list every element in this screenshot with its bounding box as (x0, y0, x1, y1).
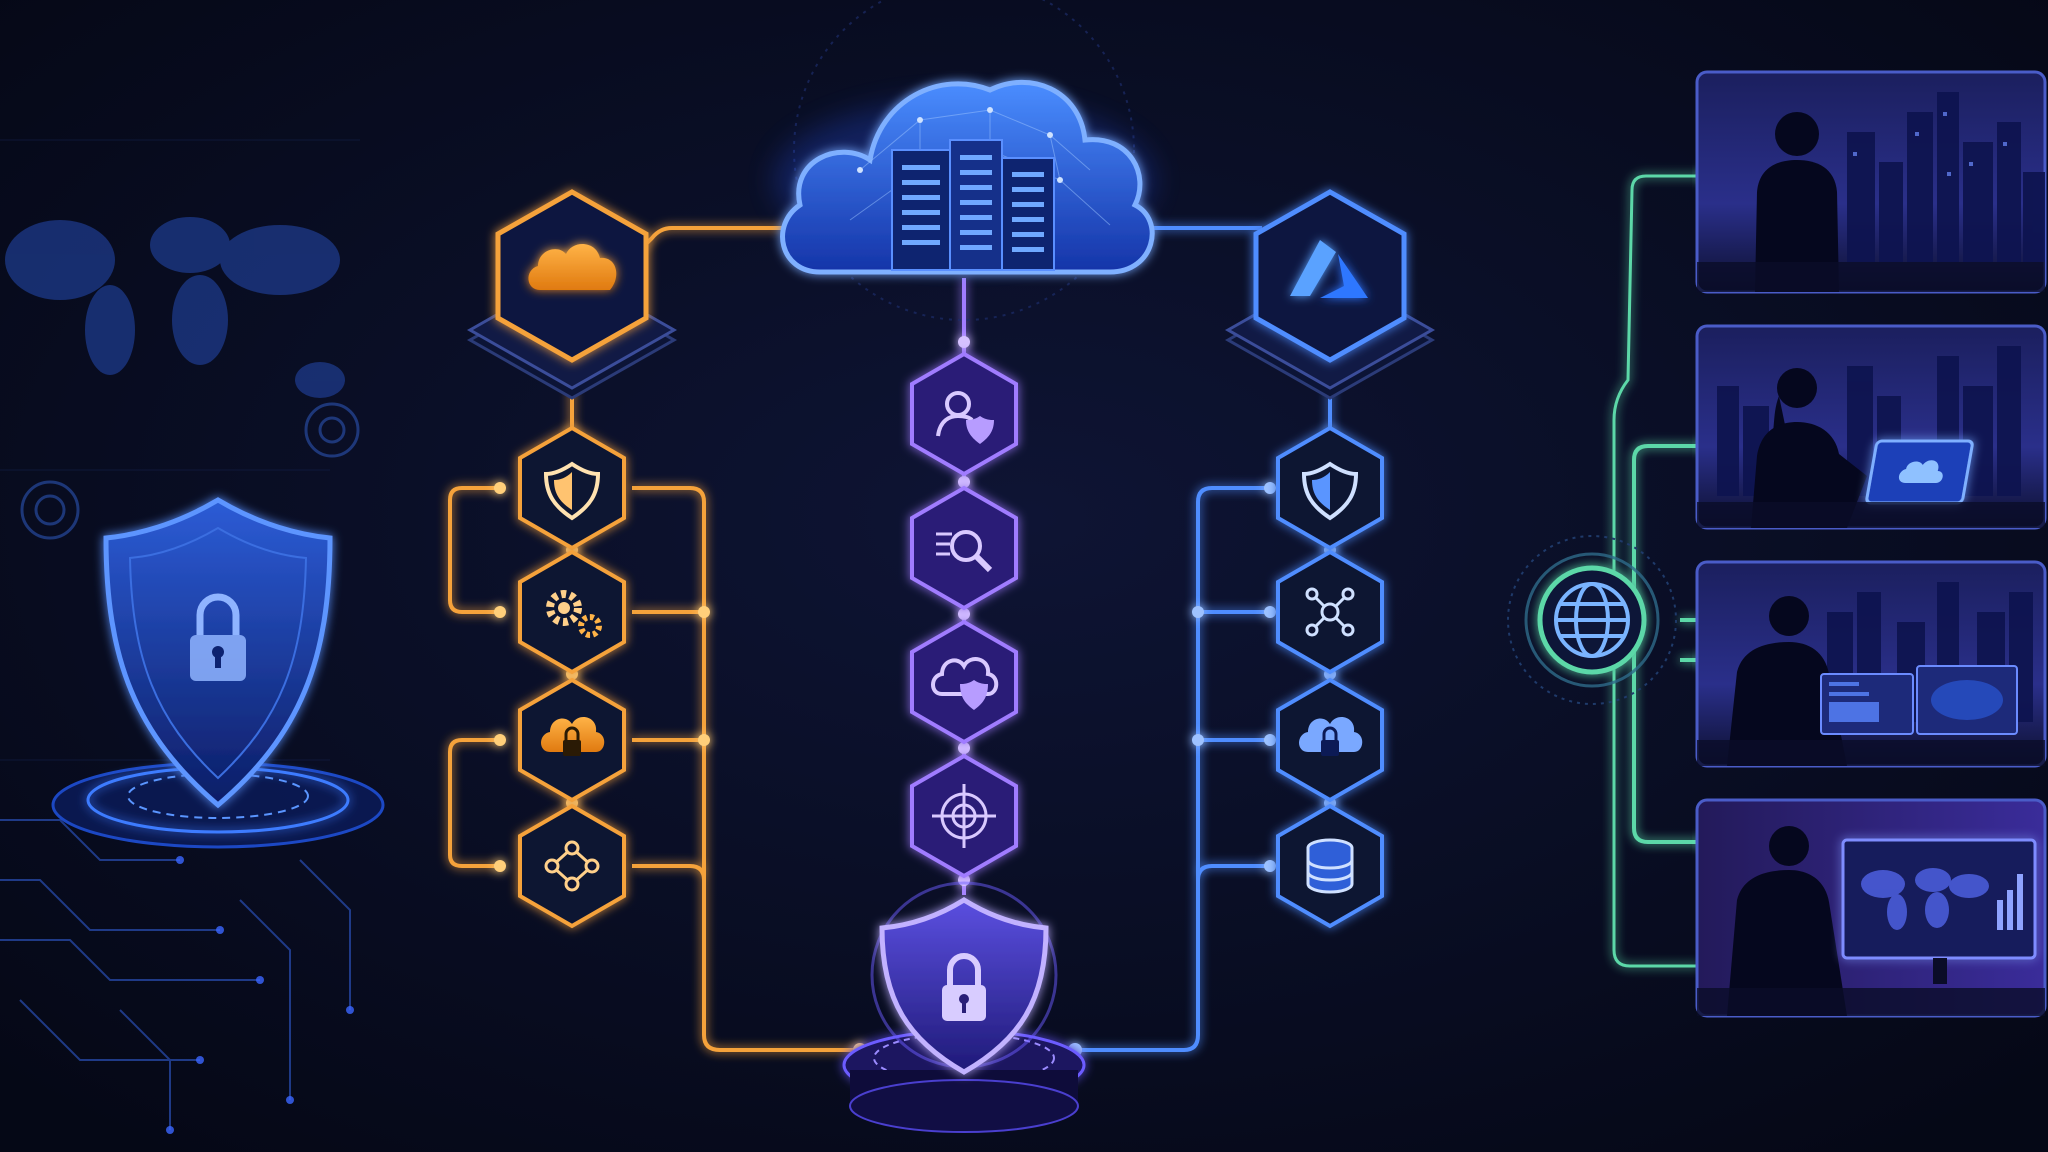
user-panels (1695, 70, 2047, 1018)
network-nodes-icon (544, 840, 600, 892)
network-hub-icon (1305, 587, 1355, 637)
aws-node-stack (518, 425, 626, 929)
user-panel-2[interactable] (1695, 324, 2047, 530)
person-standing-silhouette (1755, 112, 1839, 292)
left-decoration (0, 139, 385, 1134)
person-seated-silhouette (1727, 596, 1847, 766)
user-panel-4[interactable] (1695, 798, 2047, 1018)
person-seated-silhouette (1751, 368, 1867, 528)
cloud-tablet (1865, 439, 1974, 505)
world-map-icon (1861, 868, 1989, 930)
cloud-icon (528, 243, 617, 290)
center-node-user-shield[interactable] (910, 351, 1018, 477)
city-skyline (1847, 92, 2045, 262)
azure-logo-icon (1290, 240, 1368, 298)
dual-monitors (1820, 665, 2018, 735)
user-shield-icon (936, 391, 994, 444)
world-map-dashboard (1841, 838, 2037, 984)
world-map-icon (5, 217, 345, 398)
aws-provider-header[interactable] (466, 189, 678, 400)
globe-hub[interactable] (1507, 535, 1677, 705)
cloud-lock-icon (541, 717, 605, 756)
user-panel-3[interactable] (1695, 560, 2047, 768)
cloud-icon (1898, 460, 1943, 483)
circuit-traces (0, 819, 351, 1130)
shield-lock-icon (103, 497, 333, 809)
person-seated-silhouette (1727, 826, 1847, 1016)
target-icon (932, 784, 996, 848)
shield-icon (1301, 461, 1359, 521)
center-node-search[interactable] (910, 485, 1018, 611)
center-node-stack (910, 351, 1018, 879)
gears-icon (546, 590, 602, 638)
aws-node-cloud-lock[interactable] (518, 677, 626, 803)
azure-node-network-hub[interactable] (1276, 549, 1384, 675)
aws-node-gears[interactable] (518, 549, 626, 675)
server-racks (891, 139, 1055, 271)
cloud-lock-icon (1299, 717, 1363, 756)
azure-node-shield[interactable] (1276, 425, 1384, 551)
search-document-icon (936, 530, 993, 573)
center-node-target[interactable] (910, 753, 1018, 879)
azure-node-cloud-lock[interactable] (1276, 677, 1384, 803)
user-panel-1[interactable] (1695, 70, 2047, 294)
globe-icon (1554, 582, 1630, 658)
shield-icon (543, 461, 601, 521)
azure-provider-header[interactable] (1224, 189, 1436, 400)
aws-node-shield[interactable] (518, 425, 626, 551)
central-security-shield[interactable] (842, 881, 1086, 1133)
aws-node-network[interactable] (518, 803, 626, 929)
azure-node-database[interactable] (1276, 803, 1384, 929)
cloud-to-aws-line (626, 226, 786, 264)
cloud-shield-icon (931, 657, 999, 710)
azure-node-stack (1276, 425, 1384, 929)
database-icon (1306, 838, 1354, 894)
central-cloud (774, 0, 1155, 321)
center-node-cloud-shield[interactable] (910, 619, 1018, 745)
